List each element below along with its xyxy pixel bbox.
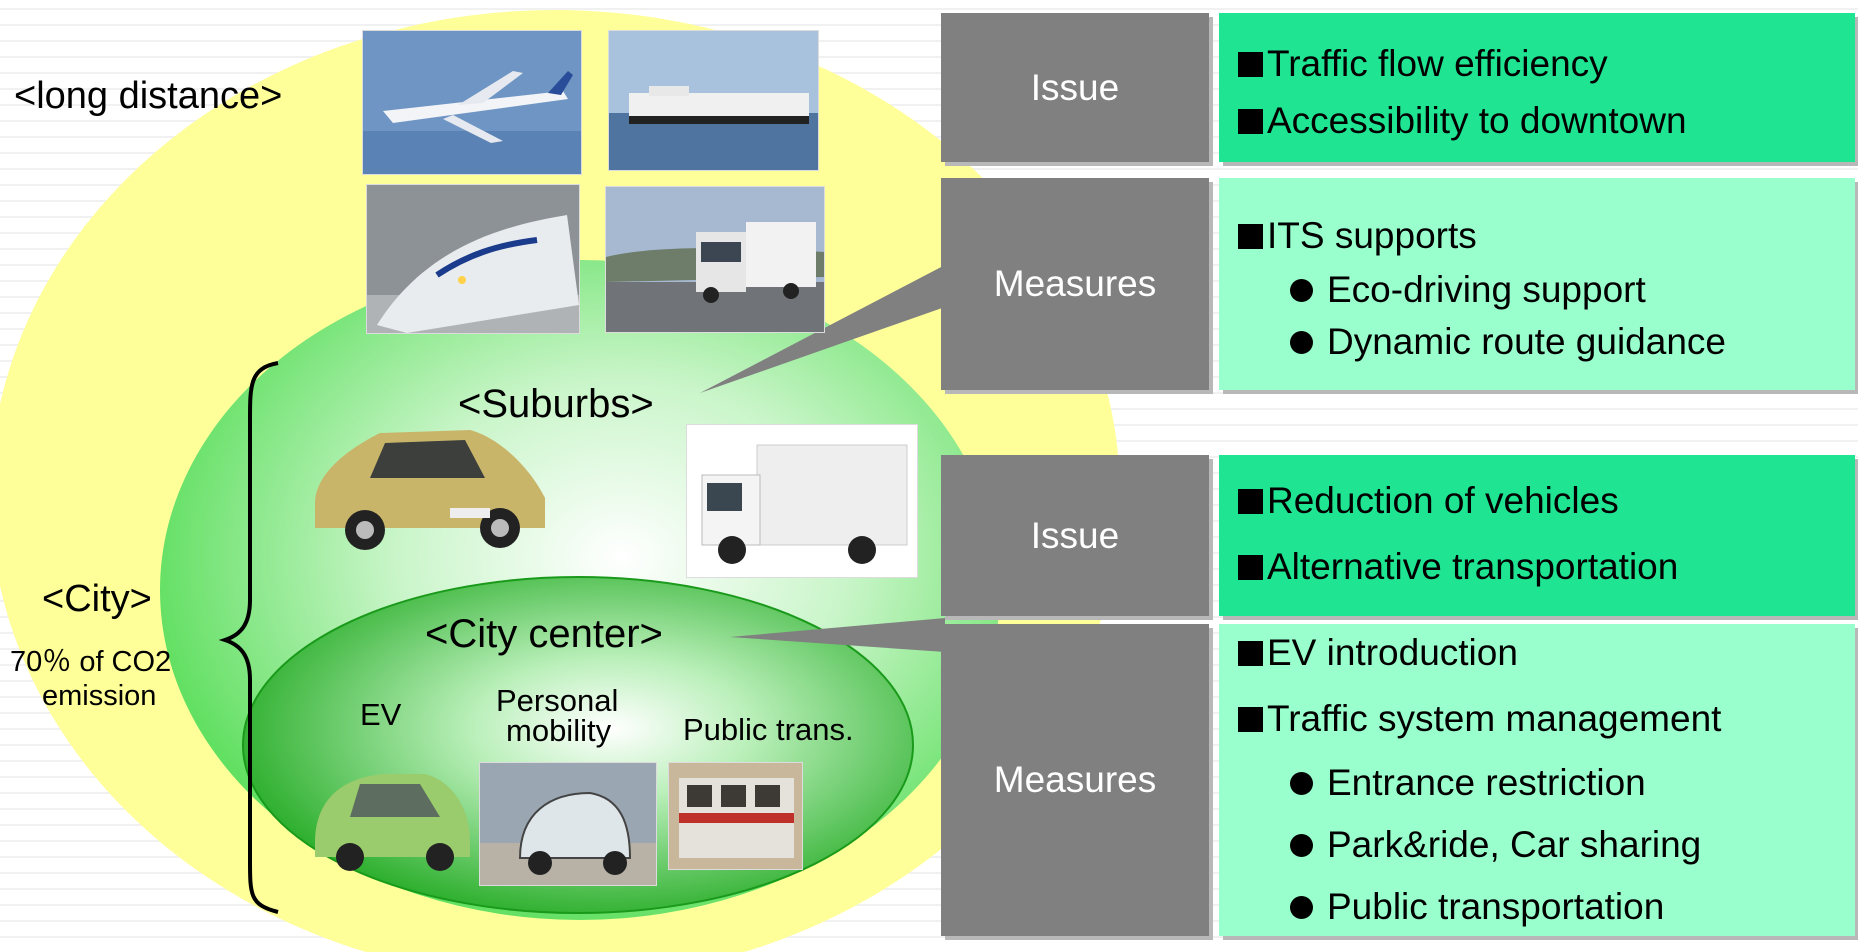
- top-measures-sub-2: Dynamic route guidance: [1290, 321, 1726, 363]
- top-issue-item-1: Traffic flow efficiency: [1238, 43, 1608, 85]
- round-bullet-icon: [1290, 772, 1313, 795]
- delivery-truck-photo: [686, 424, 918, 578]
- city-brace: [218, 361, 279, 914]
- bottom-measures-label: Measures: [941, 624, 1209, 936]
- round-bullet-icon: [1290, 279, 1313, 302]
- round-bullet-icon: [1290, 331, 1313, 354]
- city-share-label: 70％ of CO2: [10, 646, 172, 678]
- bottom-measures-sub-2: Park&ride, Car sharing: [1290, 824, 1701, 866]
- top-measures-label: Measures: [941, 178, 1209, 390]
- bottom-measures-sub-1: Entrance restriction: [1290, 762, 1646, 804]
- city-center-callout: [730, 618, 945, 652]
- personal-mobility-photo: [479, 762, 657, 886]
- round-bullet-icon: [1290, 834, 1313, 857]
- square-bullet-icon: [1238, 109, 1263, 134]
- bottom-measures-box: EV introduction Traffic system managemen…: [1219, 624, 1855, 936]
- square-bullet-icon: [1238, 641, 1263, 666]
- bottom-issue-box: Reduction of vehicles Alternative transp…: [1219, 455, 1855, 616]
- bullet-train-photo: [366, 184, 580, 334]
- square-bullet-icon: [1238, 707, 1263, 732]
- top-issue-label: Issue: [941, 13, 1209, 162]
- compact-car-photo: [300, 408, 555, 553]
- top-measures-sub-1: Eco-driving support: [1290, 269, 1646, 311]
- round-bullet-icon: [1290, 896, 1313, 919]
- city-label: <City>: [42, 578, 152, 620]
- top-issue-item-2: Accessibility to downtown: [1238, 100, 1687, 142]
- square-bullet-icon: [1238, 224, 1263, 249]
- ev-car-photo: [305, 762, 477, 872]
- bottom-issue-label: Issue: [941, 455, 1209, 616]
- subway-train-photo: [668, 762, 803, 870]
- public-trans-label: Public trans.: [683, 712, 854, 747]
- bottom-measures-item-1: EV introduction: [1238, 632, 1518, 674]
- personal-mobility-label-2: mobility: [506, 713, 612, 748]
- city-center-label: <City center>: [425, 612, 663, 656]
- city-emission-label: emission: [42, 680, 157, 712]
- square-bullet-icon: [1238, 489, 1263, 514]
- top-measures-box: ITS supports Eco-driving support Dynamic…: [1219, 178, 1855, 390]
- ship-photo: [608, 30, 819, 171]
- bottom-issue-item-1: Reduction of vehicles: [1238, 480, 1619, 522]
- square-bullet-icon: [1238, 555, 1263, 580]
- top-measures-head: ITS supports: [1238, 215, 1477, 257]
- top-issue-box: Traffic flow efficiency Accessibility to…: [1219, 13, 1855, 162]
- bottom-measures-item-2: Traffic system management: [1238, 698, 1721, 740]
- suburbs-label: <Suburbs>: [458, 382, 654, 426]
- square-bullet-icon: [1238, 52, 1263, 77]
- airplane-photo: [362, 30, 582, 175]
- truck-highway-photo: [605, 186, 825, 333]
- ev-label: EV: [360, 697, 402, 732]
- bottom-issue-item-2: Alternative transportation: [1238, 546, 1678, 588]
- long-distance-label: <long distance>: [14, 75, 283, 117]
- bottom-measures-sub-3: Public transportation: [1290, 886, 1664, 928]
- personal-mobility-label-1: Personal: [496, 683, 619, 718]
